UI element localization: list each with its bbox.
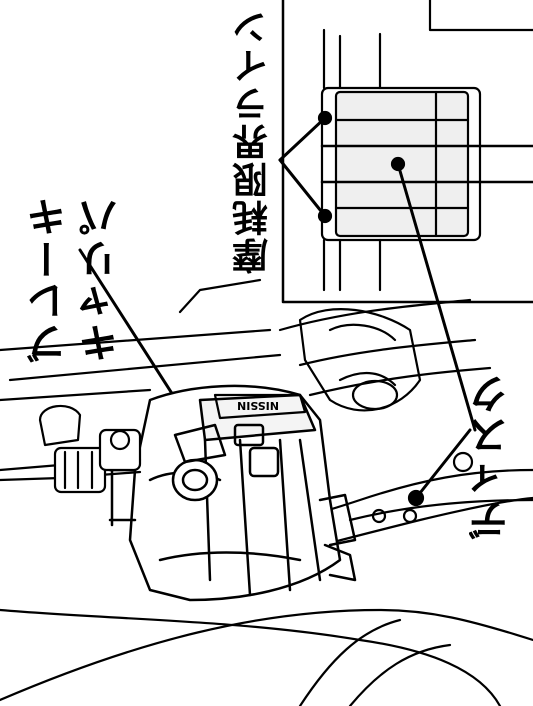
fork-leg xyxy=(0,278,282,402)
caliper-brand-plate xyxy=(213,393,307,420)
disc-hole xyxy=(402,508,418,524)
disc-hole xyxy=(452,451,474,473)
label-wear-limit-line: 摩耗限界ライン xyxy=(233,8,274,274)
brake-caliper-body xyxy=(108,384,357,602)
label-brake-caliper-line1: ブレーキ xyxy=(27,195,73,363)
label-brake-caliper-line2: キャリパ xyxy=(79,195,125,363)
label-disc: ディスク xyxy=(469,372,515,540)
rear-caliper-bracket xyxy=(298,308,422,412)
disc-hole xyxy=(371,508,387,524)
wear-limit-inset xyxy=(281,0,533,304)
disc-hole xyxy=(407,489,425,507)
brake-disc xyxy=(0,298,533,706)
caliper-brand-text: NISSIN xyxy=(237,399,279,412)
brake-hose xyxy=(0,404,142,494)
